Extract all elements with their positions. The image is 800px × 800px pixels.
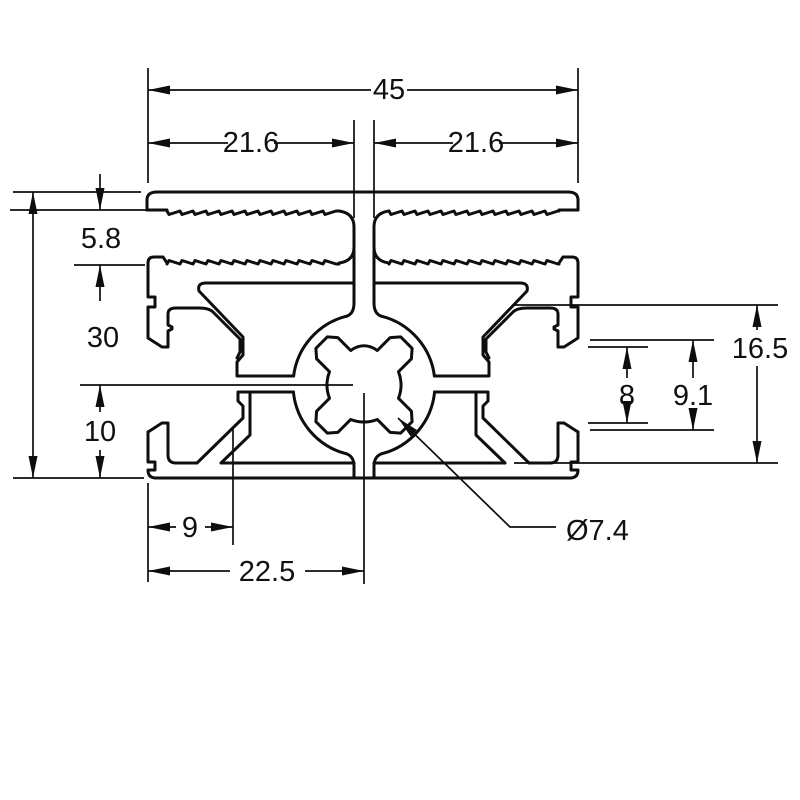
right-wall-lower (433, 390, 580, 465)
dim-slot-axis-height: 10 (84, 416, 116, 448)
dim-web-offset: 9 (182, 512, 198, 544)
profile-outline (145, 190, 580, 480)
core-tube-wall (291, 314, 437, 456)
upper-left-cavity (197, 281, 356, 378)
right-lower-diagonal-inner (372, 390, 507, 465)
left-wall-lower (146, 390, 295, 465)
dim-lines (32, 89, 758, 572)
dim-left-flange: 21.6 (223, 127, 279, 159)
right-wall-outer-lower (568, 430, 580, 480)
dim-overall-width: 45 (373, 74, 405, 106)
dim-overall-height: 30 (87, 322, 119, 354)
left-wall-outer-lower (146, 430, 158, 480)
dim-center-offset: 22.5 (239, 556, 295, 588)
dim-arrowheads (28, 85, 762, 576)
dim-tslot-mouth: 9.1 (673, 380, 713, 412)
clamp-rim-right (557, 255, 580, 265)
right-wall-upper (484, 261, 580, 360)
left-wall-upper (146, 261, 242, 360)
serration-upper-left (165, 209, 341, 216)
dim-labels: 45 21.6 21.6 5.8 30 10 16.5 8 9.1 9 22.5… (81, 74, 788, 588)
dim-panel-gap: 5.8 (81, 223, 121, 255)
extension-lines (10, 68, 778, 584)
clamp-cap-left (337, 209, 356, 265)
core-rib-bottom (344, 452, 384, 480)
upper-right-cavity (372, 281, 529, 378)
serration-lower-left (165, 259, 341, 266)
core-rib-top (344, 248, 384, 318)
dimension-graphics: 45 21.6 21.6 5.8 30 10 16.5 8 9.1 9 22.5… (10, 68, 788, 588)
serration-lower-right (387, 259, 561, 266)
top-plate (145, 190, 580, 212)
dim-tslot-opening: 8 (619, 380, 635, 412)
serration-upper-right (387, 209, 561, 216)
dim-right-flange: 21.6 (448, 127, 504, 159)
dim-core-hole-diameter: Ø7.4 (566, 515, 629, 547)
dim-tslot-cavity: 16.5 (732, 333, 788, 365)
left-lower-diagonal-inner (219, 390, 356, 465)
clamp-cap-right (372, 209, 391, 265)
core-hole (314, 335, 414, 435)
clamp-rim-left (146, 255, 169, 265)
